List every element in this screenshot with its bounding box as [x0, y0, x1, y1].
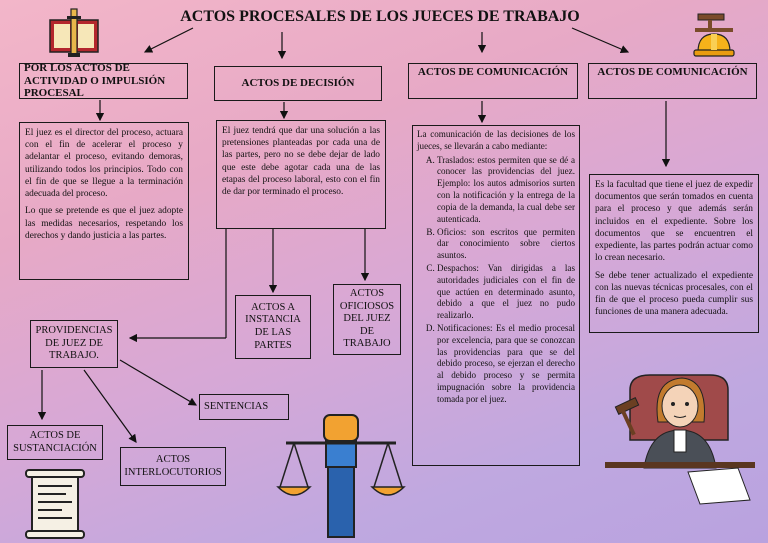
- list-item: Despachos: Van dirigidas a las autoridad…: [437, 263, 575, 322]
- decision-paragraph: El juez tendrá que dar una solución a la…: [222, 126, 380, 198]
- comunicacion-2-paragraph: Es la facultad que tiene el juez de expe…: [595, 180, 753, 264]
- gavel-hardhat-icon: [693, 13, 735, 57]
- node-actos-oficiosos: ACTOS OFICIOSOS DEL JUEZ DE TRABAJO: [333, 284, 401, 355]
- comunicacion-list: Traslados: estos permiten que se dé a co…: [417, 155, 575, 406]
- branch-header-decision: ACTOS DE DECISIÓN: [214, 66, 382, 101]
- node-providencias: PROVIDENCIAS DE JUEZ DE TRABAJO.: [30, 320, 118, 368]
- judge-illustration-icon: [605, 374, 755, 505]
- comunicacion-2-paragraph: Se debe tener actualizado el expediente …: [595, 270, 753, 318]
- branch-header-comunicacion-2: ACTOS DE COMUNICACIÓN: [588, 63, 757, 99]
- decision-text-box: El juez tendrá que dar una solución a la…: [216, 120, 386, 229]
- list-item: Oficios: son escritos que permiten dar c…: [437, 227, 575, 262]
- comunicacion-2-text-box: Es la facultad que tiene el juez de expe…: [589, 174, 759, 333]
- comunicacion-text-box: La comunicación de las decisiones de los…: [412, 125, 580, 466]
- node-sustanciacion: ACTOS DE SUSTANCIACIÓN: [7, 425, 103, 460]
- law-book-icon: [49, 8, 99, 57]
- impulsion-text-box: El juez es el director del proceso, actu…: [19, 122, 189, 280]
- branch-header-impulsion: POR LOS ACTOS DE ACTIVIDAD O IMPULSIÓN P…: [19, 62, 188, 99]
- list-item: Traslados: estos permiten que se dé a co…: [437, 155, 575, 226]
- node-actos-instancia: ACTOS A INSTANCIA DE LAS PARTES: [235, 295, 311, 359]
- document-scroll-icon: [25, 469, 85, 539]
- node-sentencias: SENTENCIAS: [199, 394, 289, 420]
- node-interlocutorios: ACTOS INTERLOCUTORIOS: [120, 447, 226, 486]
- branch-header-comunicacion: ACTOS DE COMUNICACIÓN: [408, 63, 578, 99]
- diagram-title: ACTOS PROCESALES DE LOS JUECES DE TRABAJ…: [180, 8, 580, 25]
- scales-of-justice-icon: [276, 414, 406, 538]
- list-item: Notificaciones: Es el medio procesal por…: [437, 323, 575, 406]
- impulsion-paragraph: Lo que se pretende es que el juez adopte…: [25, 206, 183, 241]
- comunicacion-intro: La comunicación de las decisiones de los…: [417, 129, 575, 151]
- impulsion-paragraph: El juez es el director del proceso, actu…: [25, 128, 183, 200]
